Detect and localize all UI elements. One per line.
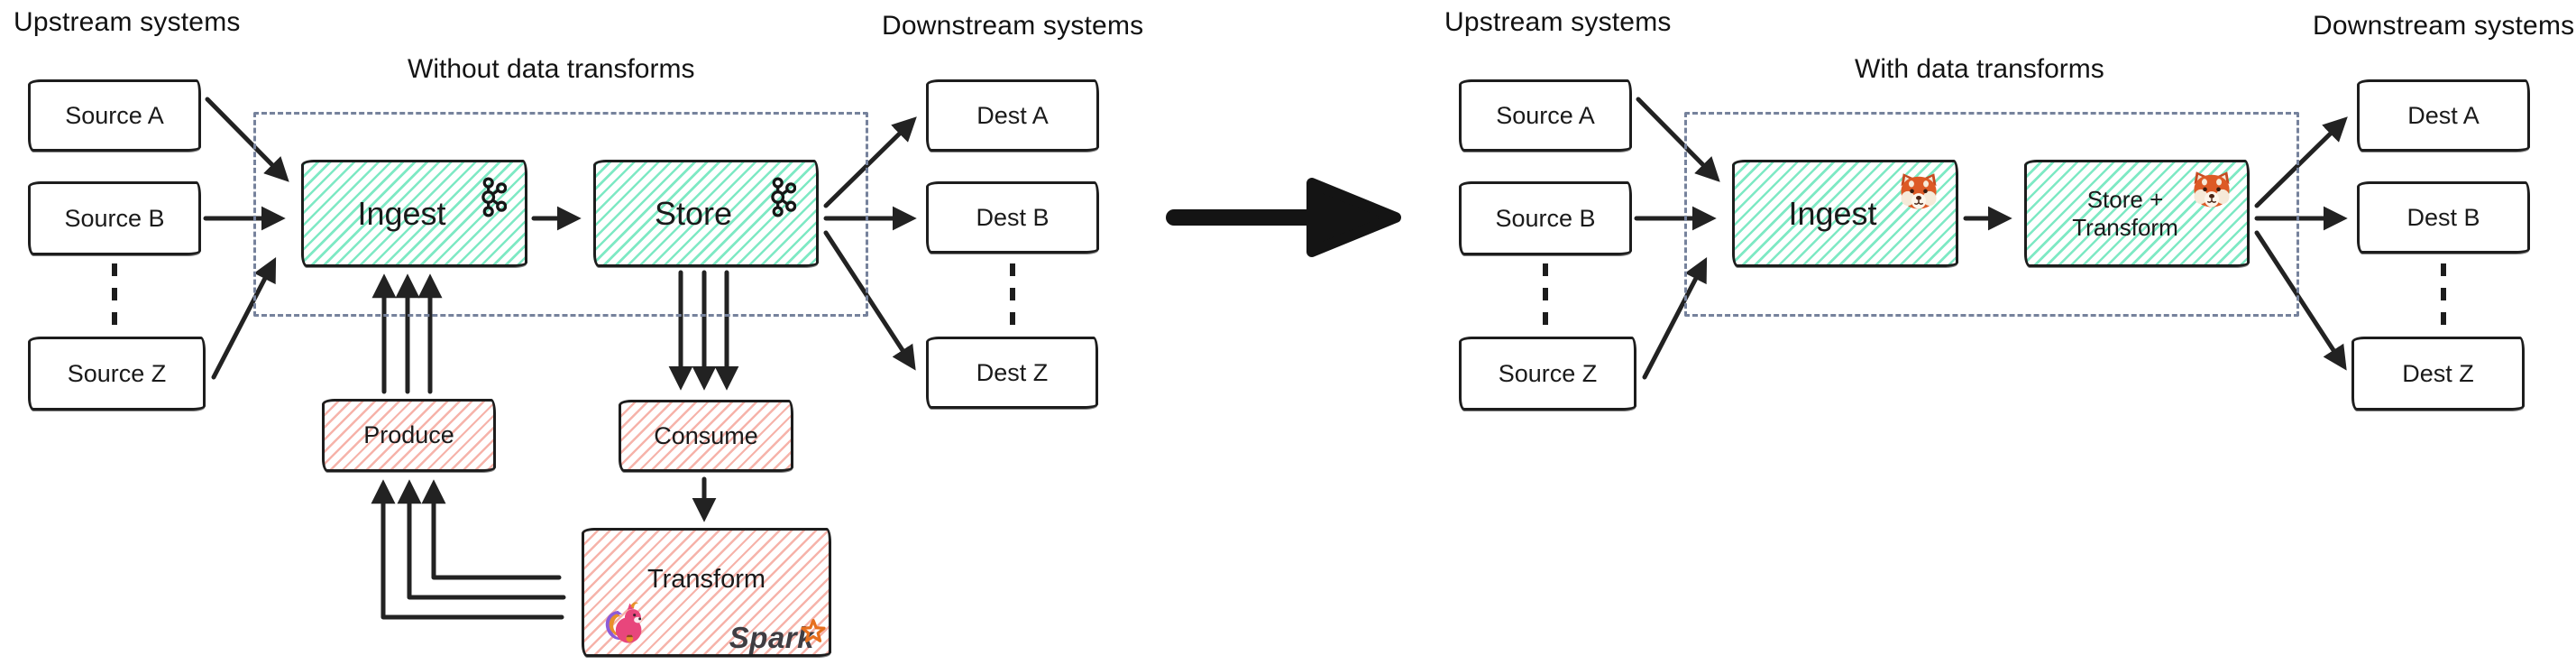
diagram-title-with: With data transforms (1855, 54, 2104, 84)
downstream-systems-label-left: Downstream systems (882, 11, 1144, 41)
dest-z-label-r: Dest Z (2402, 359, 2474, 387)
dest-b-label-r: Dest B (2406, 203, 2480, 231)
produce-box: Produce (322, 399, 496, 472)
source-b-box-r: Source B (1459, 181, 1632, 255)
consume-label: Consume (654, 421, 758, 449)
flink-squirrel-icon (600, 600, 644, 645)
arrow-sourcea-ingest (205, 97, 289, 182)
ingest-label-r: Ingest (1788, 194, 1877, 232)
source-a-box: Source A (28, 79, 201, 152)
arrow-storetransform-destz (2254, 230, 2347, 371)
arrow-sourcea-ingest-r (1636, 97, 1720, 182)
source-b-label-r: Source B (1495, 204, 1596, 232)
source-z-label-r: Source Z (1498, 359, 1598, 387)
spark-star-icon (800, 618, 827, 645)
source-b-label: Source B (64, 204, 165, 232)
downstream-systems-label-right: Downstream systems (2313, 11, 2575, 41)
consume-box: Consume (619, 400, 793, 472)
store-transform-label: Store + Transform (2072, 186, 2178, 241)
produce-label: Produce (363, 421, 454, 448)
arrow-store-destz (823, 230, 916, 371)
store-box: Store (593, 160, 819, 267)
ingest-box: Ingest (301, 160, 527, 267)
source-z-box: Source Z (28, 337, 206, 411)
pipeline-boundary-right (1684, 112, 2299, 317)
redpanda-icon (1898, 171, 1939, 213)
spark-logo: Spark (729, 618, 826, 652)
arrow-storetransform-desta (2254, 116, 2348, 208)
transform-label: Transform (646, 565, 766, 594)
dest-a-box-r: Dest A (2357, 79, 2530, 152)
dest-z-label: Dest Z (976, 358, 1049, 386)
arrow-store-desta (823, 116, 917, 208)
arrow-sourcez-ingest-r (1642, 257, 1708, 380)
transform-box: Transform Spark (582, 528, 831, 657)
arrow-sourcez-ingest (211, 257, 277, 380)
spark-logo-text: Spark (729, 621, 814, 654)
source-b-box: Source B (28, 181, 201, 255)
dest-z-box-r: Dest Z (2351, 337, 2525, 411)
dest-z-box: Dest Z (926, 337, 1098, 409)
redpanda-icon (2191, 170, 2232, 211)
source-z-label: Source Z (67, 359, 167, 387)
store-transform-box: Store + Transform (2024, 160, 2250, 267)
source-a-label: Source A (65, 101, 164, 129)
kafka-icon (770, 177, 797, 217)
dest-b-box: Dest B (926, 181, 1099, 254)
source-z-box-r: Source Z (1459, 337, 1636, 411)
dest-b-box-r: Dest B (2357, 181, 2530, 254)
source-a-label-r: Source A (1496, 101, 1595, 129)
upstream-systems-label-right: Upstream systems (1444, 7, 1672, 37)
dest-b-label: Dest B (976, 203, 1050, 231)
store-transform-line2: Transform (2072, 213, 2178, 241)
dest-a-label: Dest A (976, 101, 1049, 129)
transition-arrow (1166, 178, 1401, 257)
dest-a-label-r: Dest A (2407, 101, 2480, 129)
ingest-box-r: Ingest (1732, 160, 1958, 267)
dest-a-box: Dest A (926, 79, 1099, 152)
arrow-transform-produce (421, 479, 562, 580)
ingest-label: Ingest (357, 194, 446, 232)
pipeline-boundary-left (253, 112, 868, 317)
kafka-icon (481, 177, 508, 217)
source-a-box-r: Source A (1459, 79, 1632, 152)
upstream-systems-label-left: Upstream systems (14, 7, 241, 37)
arrow-transform-produce (371, 479, 564, 620)
store-transform-line1: Store + (2086, 185, 2164, 213)
arrow-transform-produce (397, 479, 566, 600)
store-label: Store (654, 194, 733, 232)
diagram-title-without: Without data transforms (408, 54, 695, 84)
